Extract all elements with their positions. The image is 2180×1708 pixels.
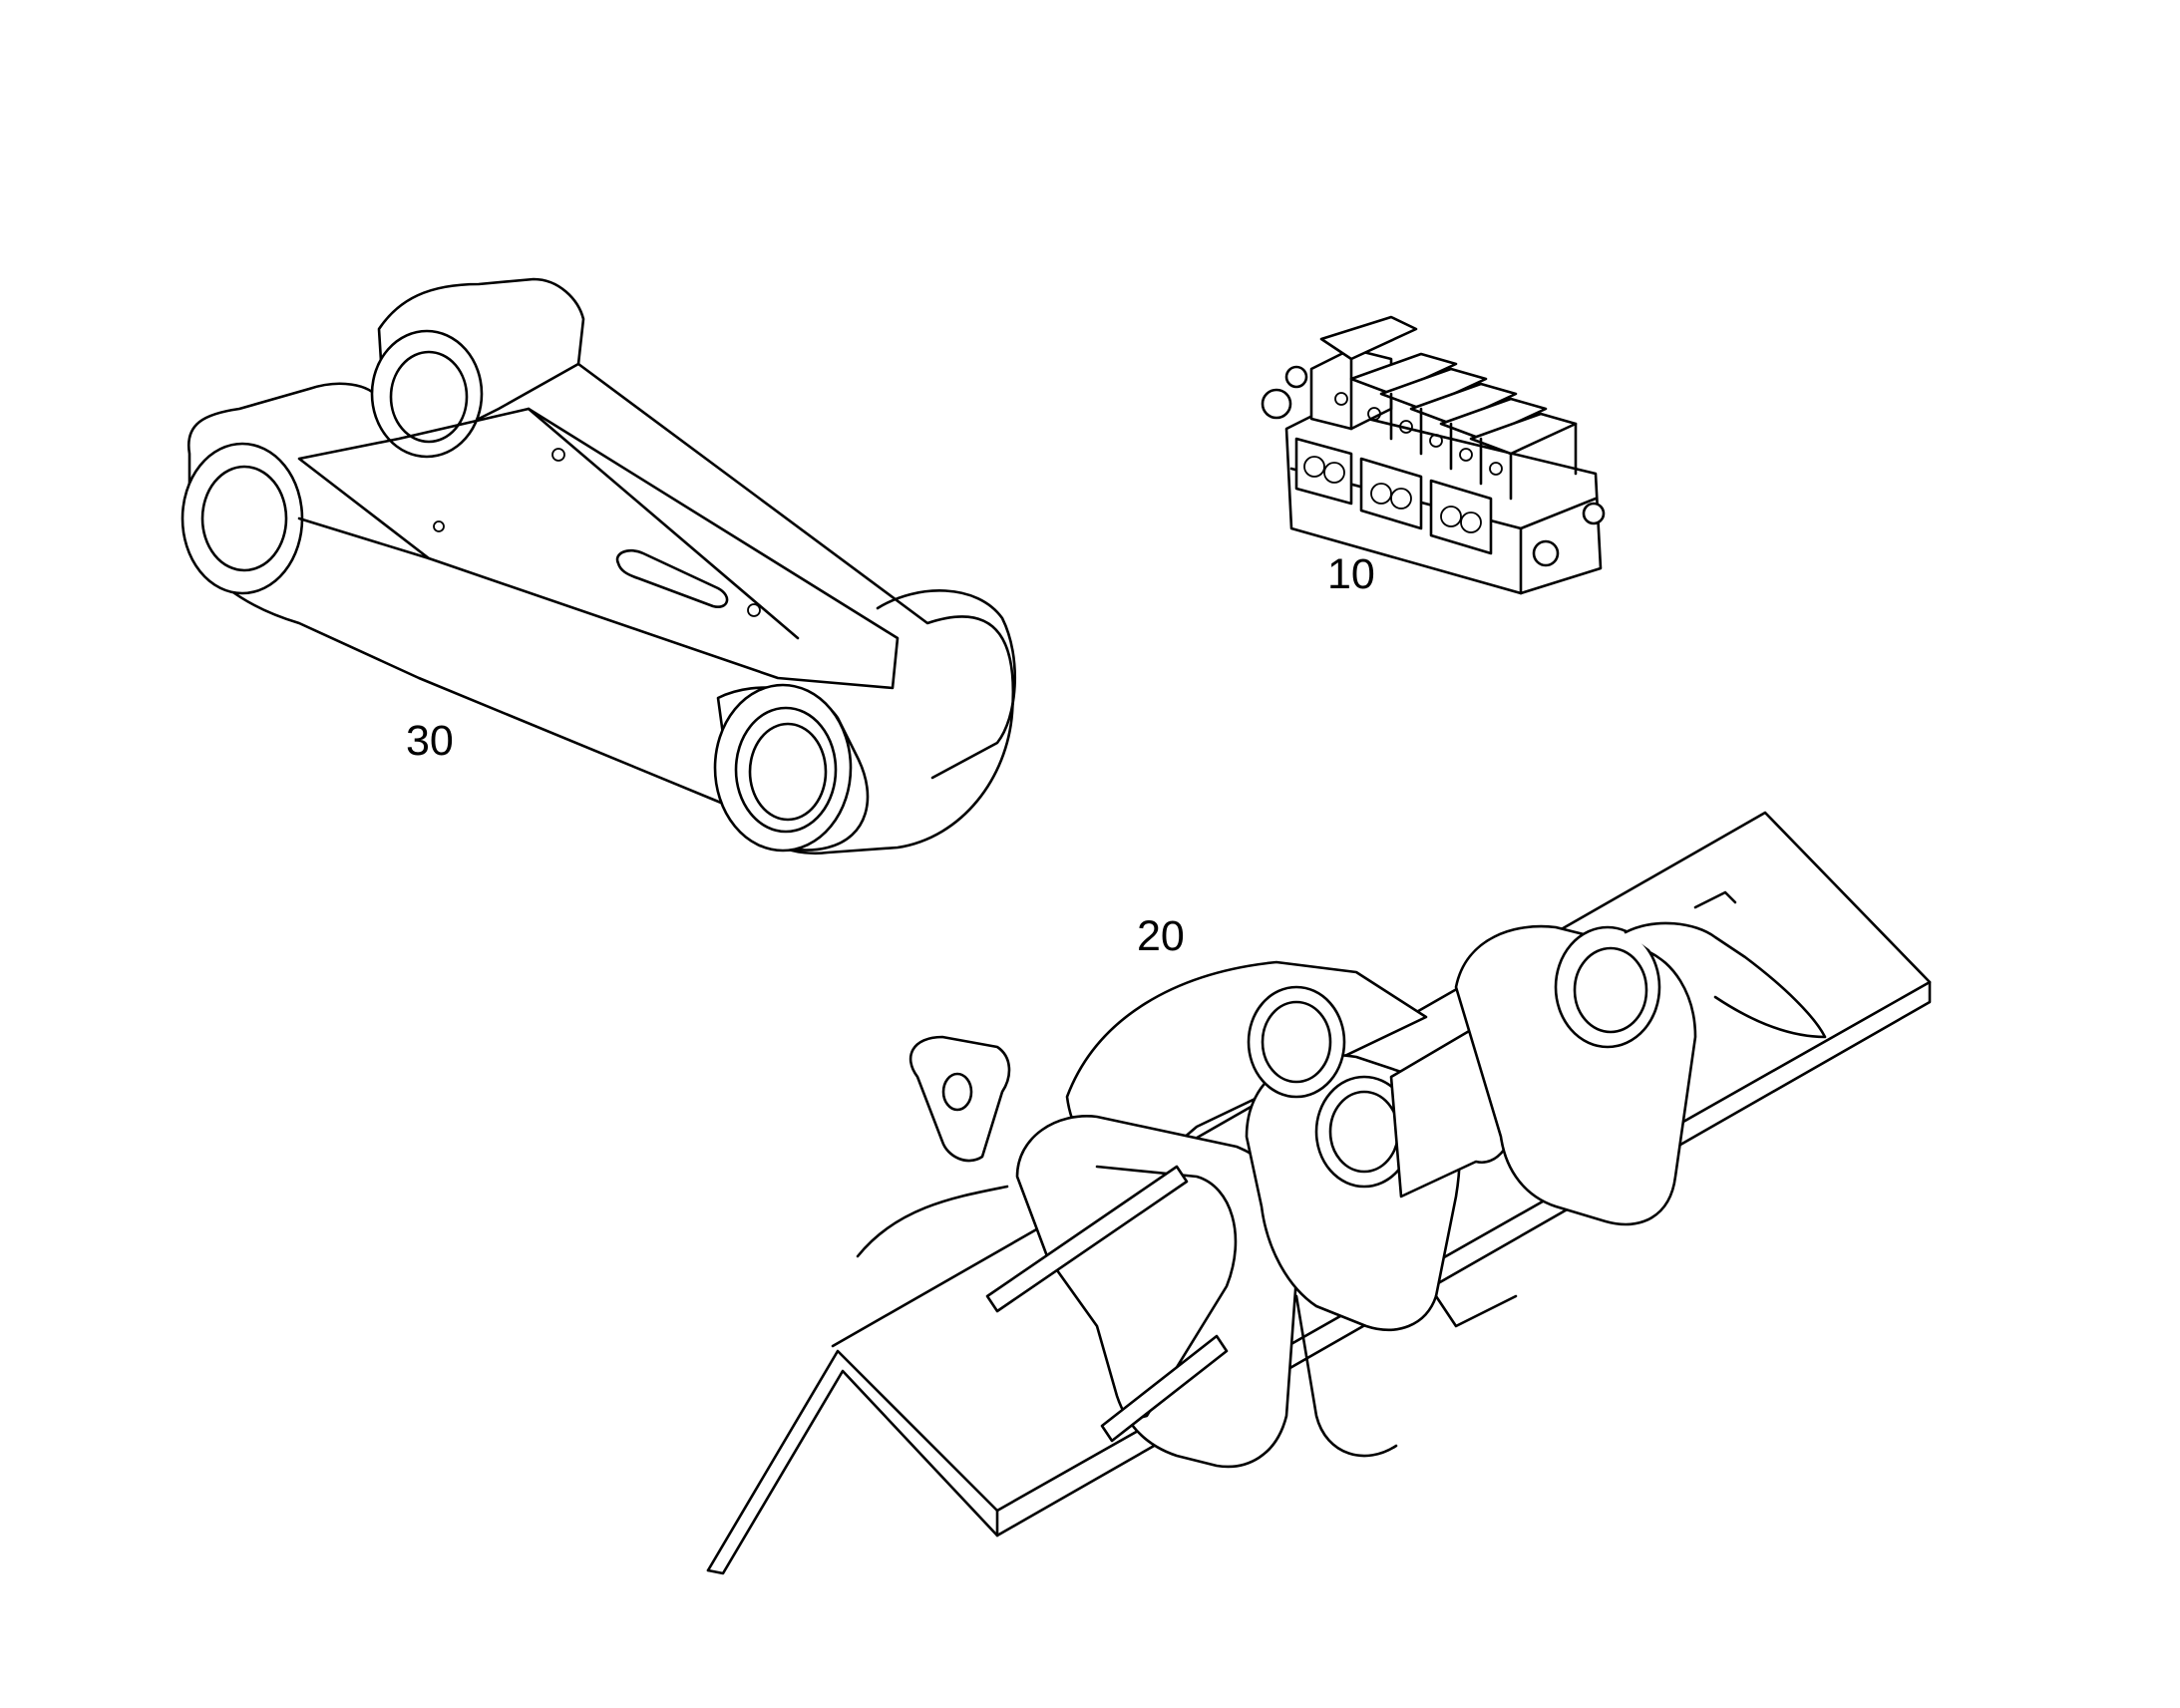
part-30-h-link	[181, 277, 1017, 855]
callout-10: 10	[1327, 550, 1375, 598]
part-20-hinge-bracket	[706, 811, 1932, 1575]
callout-30: 30	[406, 717, 454, 765]
part-10-valve-block	[1261, 315, 1606, 595]
callout-20: 20	[1137, 912, 1185, 960]
